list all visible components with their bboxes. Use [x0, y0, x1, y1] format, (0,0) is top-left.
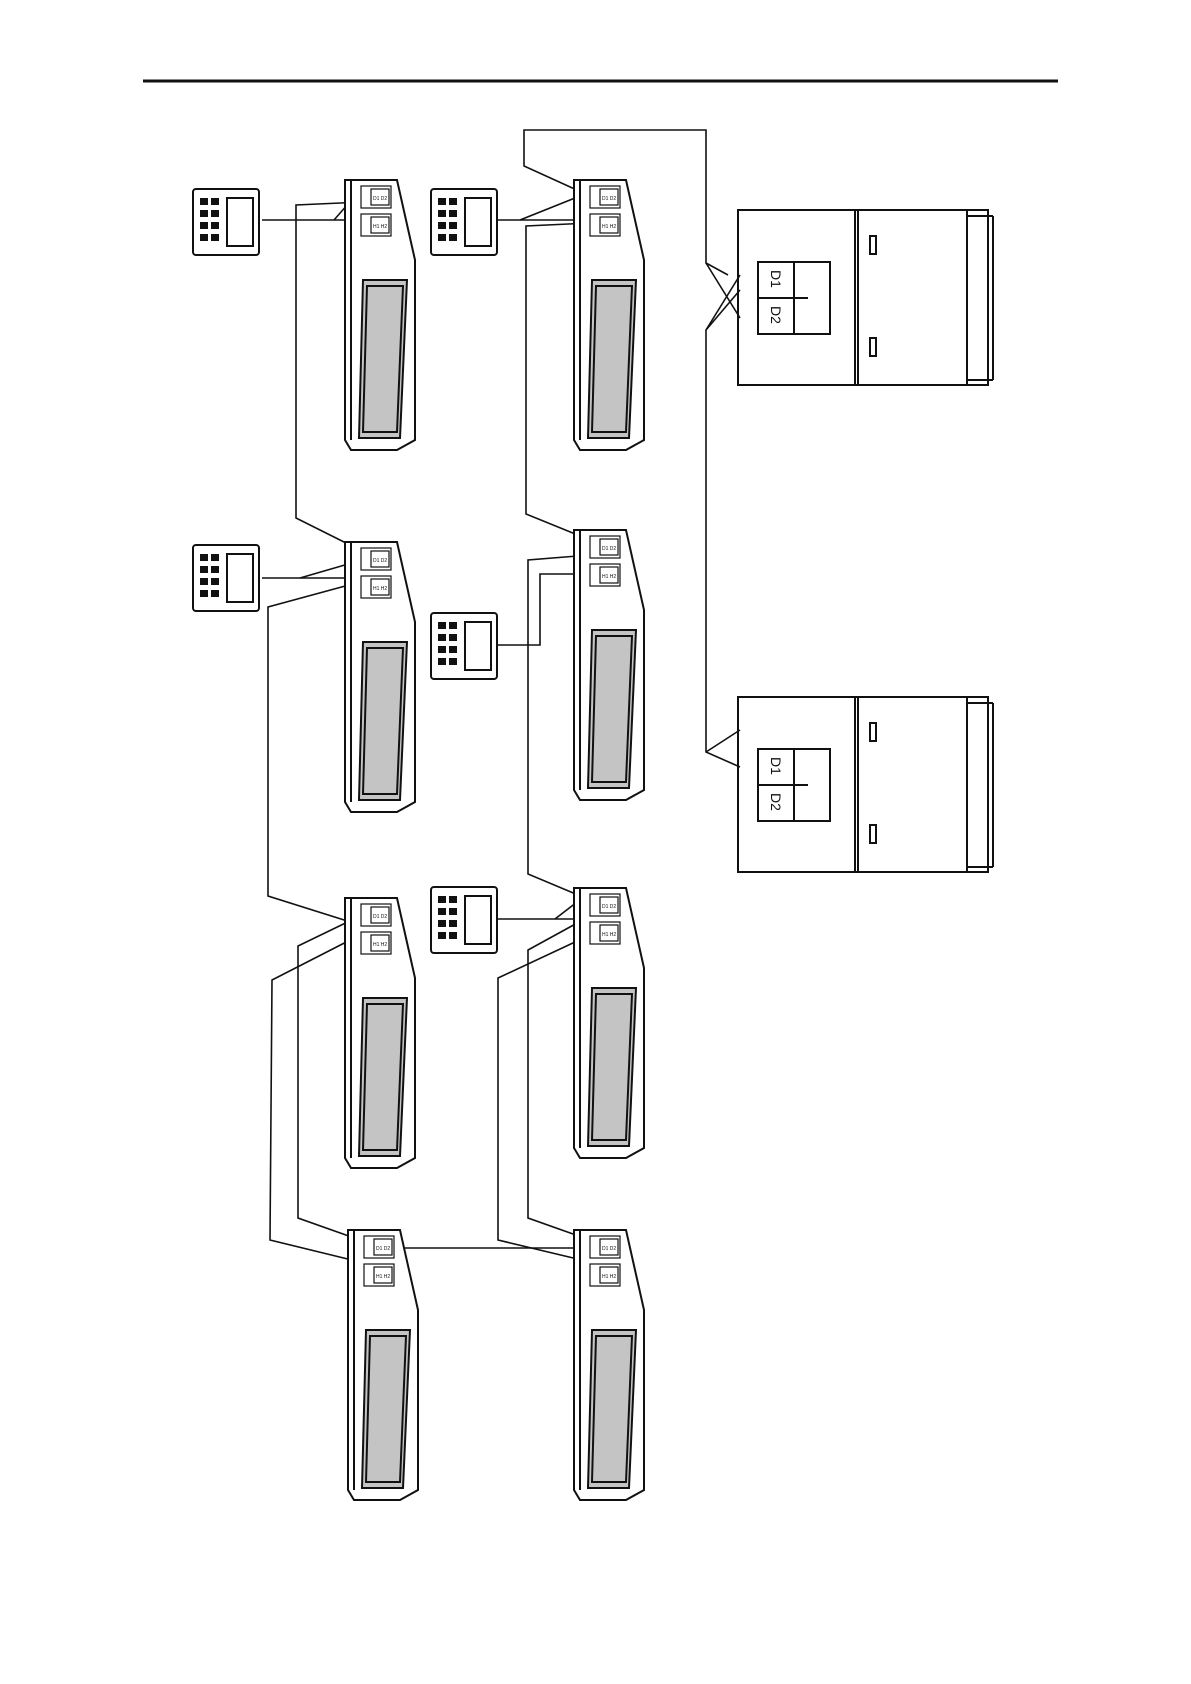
terminal-label: H1 H2: [373, 224, 387, 230]
wired-controller-icon: [431, 887, 497, 953]
outdoor-unit-icon: [738, 697, 993, 872]
indoor-unit-b3: D1 D2 H1 H2: [574, 888, 644, 1158]
terminal-label: D1 D2: [602, 546, 616, 552]
wired-controller-icon: [431, 613, 497, 679]
indoor-unit-a4: D1 D2 H1 H2: [348, 1230, 418, 1500]
terminal-label: D1 D2: [373, 914, 387, 920]
ducted-indoor-unit-icon: [345, 180, 415, 450]
terminal-d1-label: D1: [768, 270, 784, 288]
terminal-label: H1 H2: [373, 586, 387, 592]
indoor-unit-a2: D1 D2 H1 H2: [345, 542, 415, 812]
terminal-label: H1 H2: [602, 224, 616, 230]
terminal-label: D1 D2: [602, 196, 616, 202]
indoor-unit-b1: D1 D2 H1 H2: [574, 180, 644, 450]
ducted-indoor-unit-icon: [574, 1230, 644, 1500]
outdoor-unit-icon: [738, 210, 993, 385]
indoor-unit-b4: D1 D2 H1 H2: [574, 1230, 644, 1500]
controller-5: [431, 887, 497, 953]
outdoor-unit-2: D1 D2: [738, 697, 993, 872]
ducted-indoor-unit-icon: [574, 888, 644, 1158]
ducted-indoor-unit-icon: [345, 542, 415, 812]
terminal-d2-label: D2: [768, 306, 784, 324]
terminal-label: D1 D2: [602, 904, 616, 910]
ducted-indoor-unit-icon: [574, 530, 644, 800]
indoor-unit-b2: D1 D2 H1 H2: [574, 530, 644, 800]
wired-controller-icon: [193, 189, 259, 255]
wired-controller-icon: [193, 545, 259, 611]
ducted-indoor-unit-icon: [348, 1230, 418, 1500]
terminal-label: H1 H2: [373, 942, 387, 948]
controller-4: [431, 613, 497, 679]
controller-3: [431, 189, 497, 255]
terminal-label: D1 D2: [602, 1246, 616, 1252]
terminal-label: H1 H2: [602, 932, 616, 938]
wiring: [262, 130, 740, 1262]
controller-2: [193, 545, 259, 611]
terminal-label: D1 D2: [373, 196, 387, 202]
terminal-label: H1 H2: [602, 574, 616, 580]
indoor-unit-a3: D1 D2 H1 H2: [345, 898, 415, 1168]
terminal-label: H1 H2: [376, 1274, 390, 1280]
terminal-d2-label: D2: [768, 793, 784, 811]
terminal-label: D1 D2: [376, 1246, 390, 1252]
terminal-label: D1 D2: [373, 558, 387, 564]
terminal-d1-label: D1: [768, 757, 784, 775]
wired-controller-icon: [431, 189, 497, 255]
indoor-unit-a1: D1 D2 H1 H2: [345, 180, 415, 450]
outdoor-unit-1: D1 D2: [738, 210, 993, 385]
ducted-indoor-unit-icon: [574, 180, 644, 450]
controller-1: [193, 189, 259, 255]
ducted-indoor-unit-icon: [345, 898, 415, 1168]
terminal-label: H1 H2: [602, 1274, 616, 1280]
